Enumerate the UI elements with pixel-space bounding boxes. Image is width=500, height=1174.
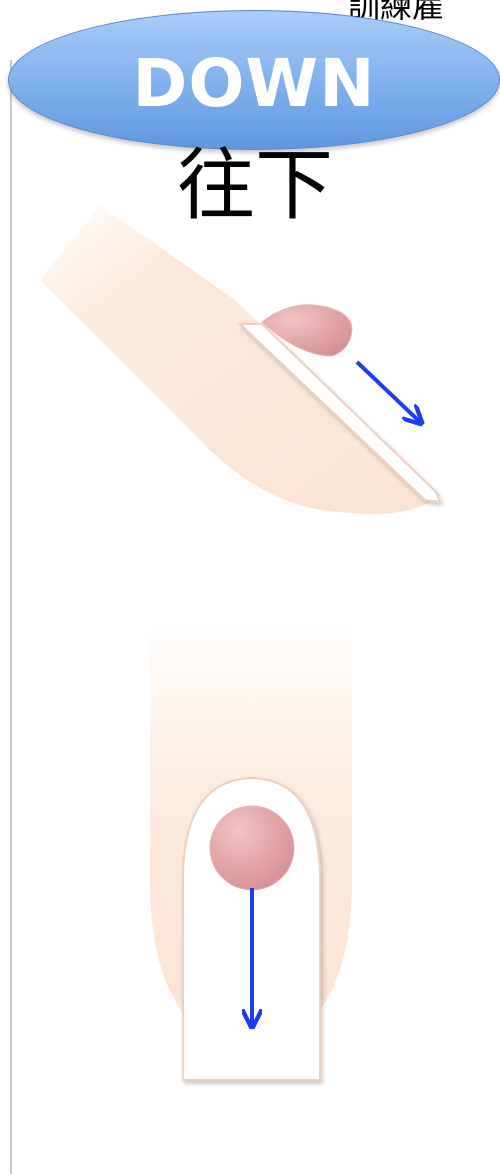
finger-side-swipe-down-icon bbox=[40, 205, 440, 514]
finger-top-swipe-down-icon bbox=[150, 630, 352, 1080]
